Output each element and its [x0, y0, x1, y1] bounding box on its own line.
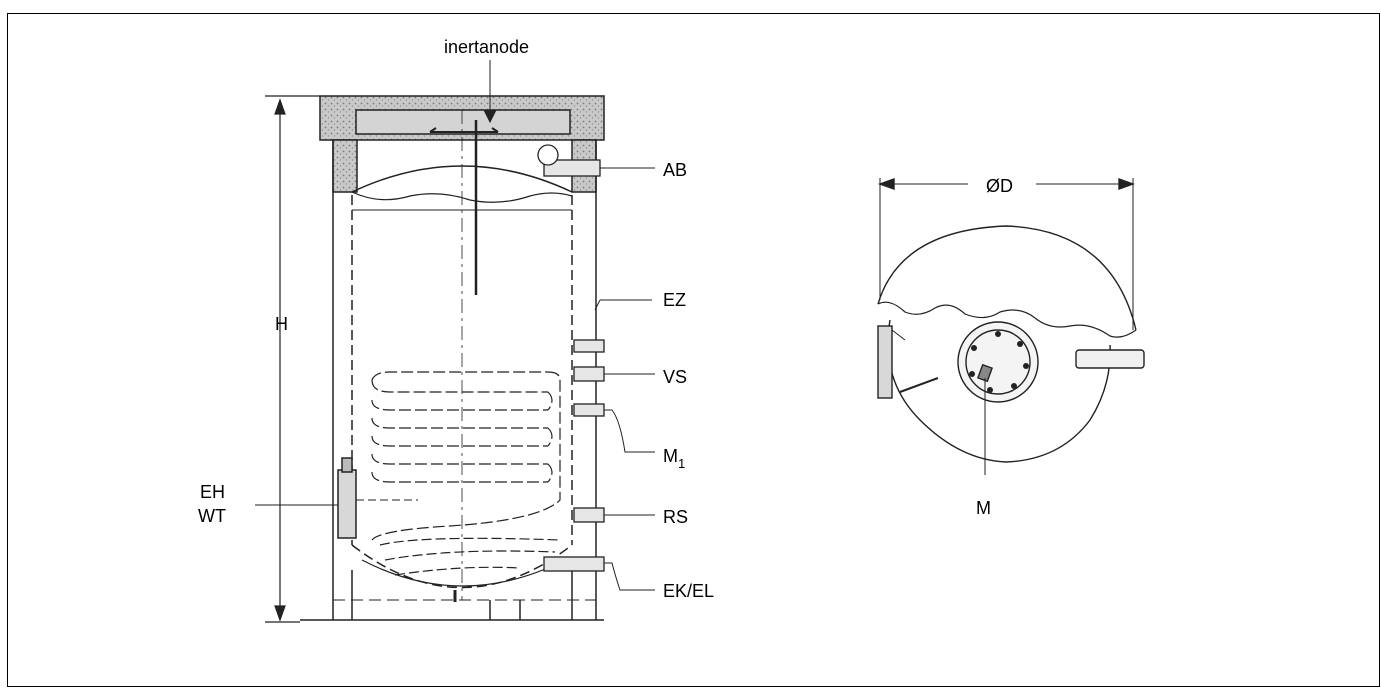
label-ab: AB	[663, 160, 687, 180]
tank-side-view	[300, 95, 605, 621]
lower-coil	[379, 537, 561, 576]
height-dimension	[265, 95, 320, 623]
connection-stubs	[537, 144, 605, 572]
label-m1: M1	[663, 446, 685, 471]
top-view-lid	[877, 225, 1137, 331]
heating-coil	[371, 371, 561, 541]
label-wt: WT	[198, 506, 226, 526]
label-m1-sub: 1	[678, 456, 685, 471]
label-h: H	[275, 314, 288, 334]
label-diameter: ØD	[986, 176, 1013, 196]
label-vs: VS	[663, 367, 687, 387]
top-view-body	[887, 319, 1111, 463]
label-eh: EH	[200, 482, 225, 502]
electric-heater-flange	[337, 469, 357, 539]
label-rs: RS	[663, 507, 688, 527]
top-view-pipe	[1075, 349, 1145, 369]
label-ez: EZ	[663, 290, 686, 310]
tank-top-view	[877, 178, 1145, 475]
insulation-left	[332, 139, 358, 193]
label-m1-base: M	[663, 446, 678, 466]
label-m: M	[976, 498, 991, 518]
leader-lines	[255, 60, 655, 591]
diagram-frame	[7, 13, 1380, 687]
label-ek-el: EK/EL	[663, 581, 714, 601]
label-inertanode: inertanode	[444, 37, 529, 57]
